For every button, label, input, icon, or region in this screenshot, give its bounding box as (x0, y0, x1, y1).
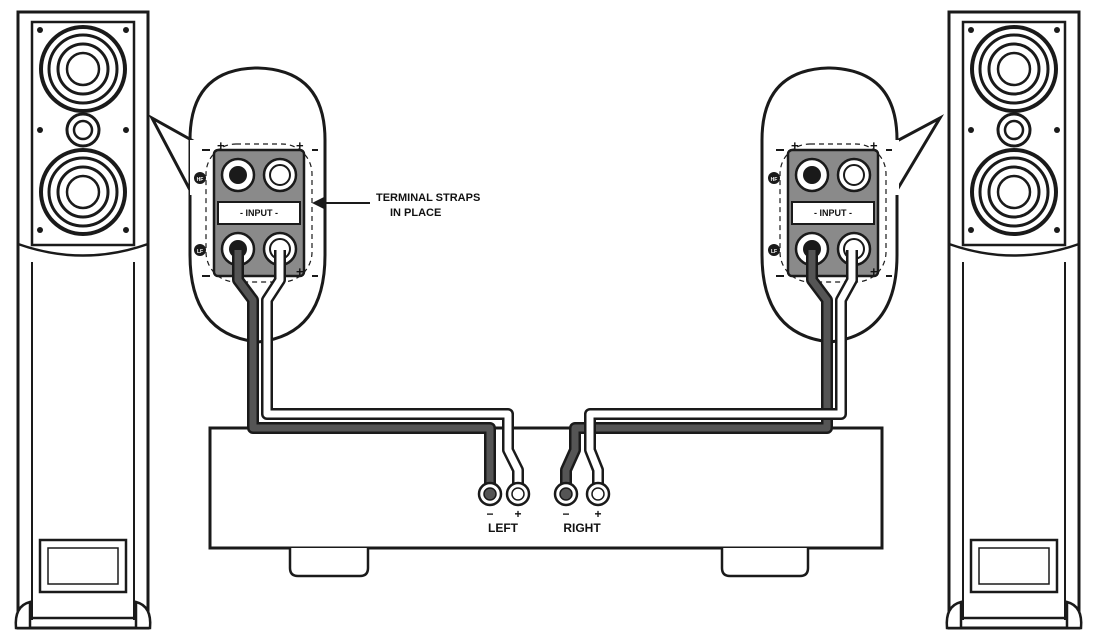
amp-left-terminals (477, 481, 531, 507)
left-lf-label: LF (197, 249, 203, 255)
left-input-label: - INPUT - (240, 208, 278, 218)
right-minus-sign: − (562, 507, 569, 521)
left-hf-label: HF (197, 177, 204, 183)
left-speaker-cable (232, 250, 524, 490)
right-channel-label: RIGHT (563, 521, 601, 535)
amplifier (208, 426, 884, 578)
right-hf-label: HF (771, 177, 778, 183)
left-tower-speaker (13, 10, 153, 630)
right-tower-speaker (944, 10, 1084, 630)
right-lf-label: LF (771, 249, 777, 255)
right-input-label: - INPUT - (814, 208, 852, 218)
terminal-straps-pointer (312, 197, 370, 209)
left-plus-sign: + (514, 507, 521, 521)
right-speaker-cable (560, 250, 858, 490)
right-plus-sign: + (594, 507, 601, 521)
annotation-line-2: IN PLACE (390, 207, 441, 219)
left-minus-sign: − (486, 507, 493, 521)
amp-right-terminals (553, 481, 611, 507)
annotation-line-1: TERMINAL STRAPS (376, 192, 480, 204)
left-channel-label: LEFT (488, 521, 519, 535)
